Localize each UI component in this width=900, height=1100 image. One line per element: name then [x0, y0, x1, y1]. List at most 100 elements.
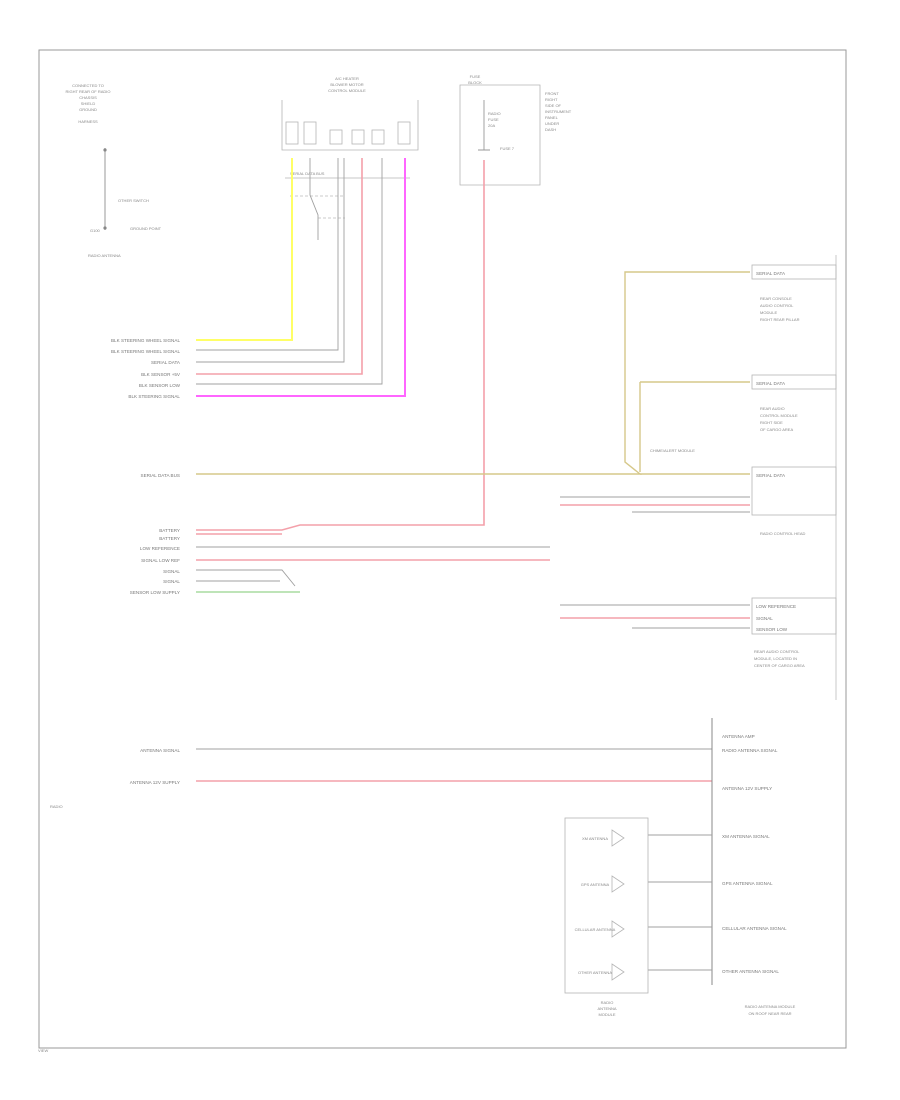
wire-tan-serial [196, 271, 750, 475]
antenna-bottom-note-2: ON ROOF NEAR REAR [748, 1011, 791, 1016]
right-conn-middle [751, 374, 837, 390]
note1-line-4: RIGHT REAR PILLAR [760, 317, 800, 322]
right-conn-bottom [751, 466, 837, 516]
top-center-title-3: CONTROL MODULE [328, 88, 366, 93]
antenna-pin-7: OTHER ANTENNA SIGNAL [722, 969, 779, 974]
lr-pin-2: SIGNAL [756, 616, 773, 621]
fuse-side-3: SIDE OF [545, 103, 562, 108]
antenna-pin-1: ANTENNA AMP [722, 734, 755, 739]
wire-grey-3 [196, 158, 345, 363]
fuse-detail-2: FUSE [488, 117, 499, 122]
note1-line-3: MODULE [760, 310, 777, 315]
wire-grey-4 [196, 158, 383, 385]
antenna-block: ANTENNA AMP RADIO ANTENNA SIGNAL ANTENNA… [130, 734, 796, 1017]
left-ground: G100 [90, 228, 101, 233]
wire-tan-2 [639, 381, 750, 472]
battery-pin-5: SIGNAL [163, 569, 180, 574]
amp-label-1: XM ANTENNA [582, 836, 608, 841]
fuse-detail-1: RADIO [488, 111, 501, 116]
lr-pin-1: LOW REFERENCE [756, 604, 796, 609]
note1-line-2: AUDIO CONTROL [760, 303, 794, 308]
wire-grey-2 [196, 158, 339, 351]
fuse-block: FUSE BLOCK RADIO FUSE 20A FRONT RIGHT SI… [459, 74, 572, 186]
top-center-title-1: A/C HEATER [335, 76, 359, 81]
right-conn-middle-label: SERIAL DATA [756, 381, 786, 386]
battery-block: BATTERY BATTERY LOW REFERENCE SIGNAL LOW… [130, 528, 181, 595]
right-connectors: SERIAL DATA REAR CONSOLE AUDIO CONTROL M… [650, 264, 837, 536]
right-conn-top [751, 264, 837, 280]
socket-5 [371, 129, 385, 145]
fuse-title-2: BLOCK [468, 80, 482, 85]
fuse-element [478, 100, 490, 151]
wire-yellow [196, 158, 293, 341]
top-center-box [281, 100, 419, 151]
radio-serial-pin: SERIAL DATA BUS [141, 473, 180, 478]
left-top-dot [103, 148, 107, 152]
battery-pin-3: LOW REFERENCE [140, 546, 180, 551]
amp-box-line-3: MODULE [598, 1012, 615, 1017]
fuse-note: FUSE 7 [500, 146, 515, 151]
right-conn-bottom-label: SERIAL DATA [756, 473, 786, 478]
top-center-connector: A/C HEATER BLOWER MOTOR CONTROL MODULE S… [281, 76, 419, 219]
lr-note-3: CENTER OF CARGO AREA [754, 663, 805, 668]
fuse-detail-3: 20A [488, 123, 495, 128]
amp-label-2: GPS ANTENNA [581, 882, 610, 887]
radio-pin-5: BLK SENSOR LOW [139, 383, 181, 388]
fuse-side-1: FRONT [545, 91, 559, 96]
radio-pin-2: BLK STEERING WHEEL SIGNAL [111, 349, 180, 354]
right-lower-label: RADIO CONTROL HEAD [760, 531, 806, 536]
battery-pin-6: SIGNAL [163, 579, 180, 584]
wire-magenta [196, 158, 406, 397]
lr-pin-3: SENSOR LOW [756, 627, 788, 632]
socket-2 [303, 121, 317, 145]
top-center-title-2: BLOWER MOTOR [330, 82, 363, 87]
wire-fuse-battery [196, 160, 485, 531]
radio-pins-left: BLK STEERING WHEEL SIGNAL BLK STEERING W… [111, 338, 181, 478]
battery-pin-7: SENSOR LOW SUPPLY [130, 590, 180, 595]
antenna-bottom-note-1: RADIO ANTENNA MODULE [745, 1004, 796, 1009]
amplifier-2: GPS ANTENNA [581, 875, 625, 893]
fuse-side-4: INSTRUMENT [545, 109, 572, 114]
left-bottom-dot [103, 226, 107, 230]
note2-line-3: RIGHT SIDE [760, 420, 783, 425]
fuse-side-6: UNDER [545, 121, 559, 126]
antenna-pin-2: RADIO ANTENNA SIGNAL [722, 748, 778, 753]
antenna-pin-4: XM ANTENNA SIGNAL [722, 834, 770, 839]
amp-box-line-2: ANTENNA [597, 1006, 616, 1011]
note1-line-1: REAR CONSOLE [760, 296, 792, 301]
right-conn-top-label: SERIAL DATA [756, 271, 786, 276]
left-block: CONNECTED TO RIGHT REAR OF RADIO CHASSIS… [65, 83, 161, 258]
radio-pin-6: BLK STEERING SIGNAL [128, 394, 180, 399]
serial-line-label: SERIAL DATA BUS [290, 171, 325, 176]
battery-pin-2: BATTERY [159, 536, 180, 541]
wires [196, 158, 750, 985]
wire-pink-1 [196, 158, 363, 375]
socket-4 [351, 129, 365, 145]
amp-box-line-1: RADIO [601, 1000, 614, 1005]
note2-line-2: CONTROL MODULE [760, 413, 798, 418]
wire-grey-1 [309, 158, 319, 240]
amplifier-4: OTHER ANTENNA [578, 963, 625, 981]
fuse-title-1: FUSE [470, 74, 481, 79]
radio-pin-1: BLK STEERING WHEEL SIGNAL [111, 338, 180, 343]
socket-3 [329, 129, 343, 145]
socket-1 [285, 121, 299, 145]
amp-label-4: OTHER ANTENNA [578, 970, 612, 975]
battery-pin-1: BATTERY [159, 528, 180, 533]
left-block-line-1: CONNECTED TO [72, 83, 104, 88]
left-ground-label: GROUND POINT [130, 226, 162, 231]
left-block-line-4: SHIELD [81, 101, 96, 106]
amp-label-3: CELLULAR ANTENNA [575, 927, 616, 932]
radio-pin-3: SERIAL DATA [151, 360, 181, 365]
frame-label: RADIO [50, 804, 63, 809]
fuse-box [459, 84, 541, 186]
lower-right-box [751, 597, 837, 635]
antenna-pin-5: GPS ANTENNA SIGNAL [722, 881, 773, 886]
battery-pin-4: SIGNAL LOW REF [141, 558, 180, 563]
antenna-pin-3: ANTENNA 12V SUPPLY [722, 786, 772, 791]
lr-note-1: REAR AUDIO CONTROL [754, 649, 800, 654]
left-switch-label: OTHER SWITCH [118, 198, 149, 203]
amplifier-1: XM ANTENNA [582, 829, 625, 847]
left-block-line-2: RIGHT REAR OF RADIO [65, 89, 110, 94]
note2-line-1: REAR AUDIO [760, 406, 785, 411]
